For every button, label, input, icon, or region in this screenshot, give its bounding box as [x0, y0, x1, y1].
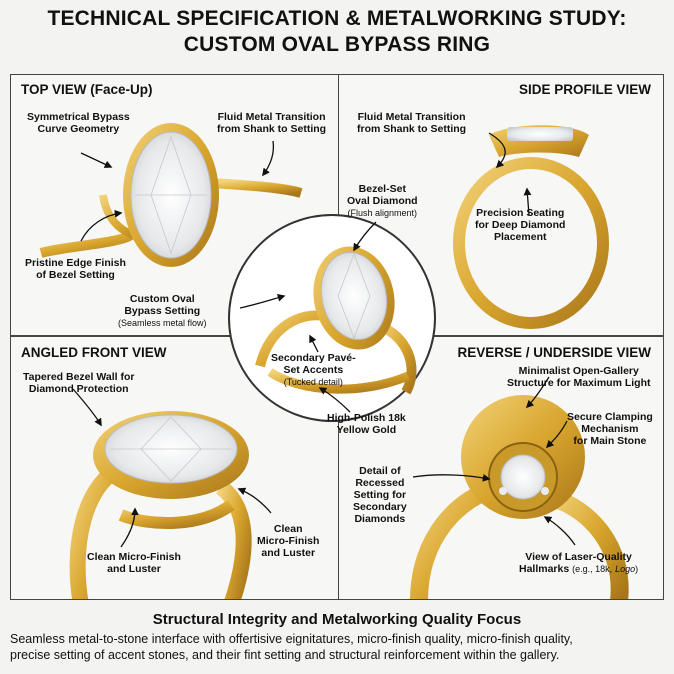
label-secondary-pave: Secondary Pavé- Set Accents (Tucked deta…	[271, 352, 356, 387]
label-precision-seating: Precision Seating for Deep Diamond Place…	[475, 207, 566, 243]
reverse-view-ring-illustration	[410, 376, 629, 599]
label-fluid-transition-side: Fluid Metal Transition from Shank to Set…	[357, 111, 467, 135]
panel-title-top-view: TOP VIEW (Face-Up)	[21, 82, 153, 97]
label-bezel-set-oval: Bezel-Set Oval Diamond (Flush alignment)	[347, 183, 418, 218]
center-ring-illustration	[255, 246, 417, 395]
center-ring-medallion	[228, 214, 436, 422]
side-view-ring-illustration	[453, 125, 609, 329]
label-pristine-edge: Pristine Edge Finish of Bezel Setting	[25, 257, 126, 281]
page-title: TECHNICAL SPECIFICATION & METALWORKING S…	[0, 6, 674, 58]
label-fluid-transition-top: Fluid Metal Transition from Shank to Set…	[217, 111, 327, 135]
label-minimalist-gallery: Minimalist Open-Gallery Structure for Ma…	[507, 365, 651, 389]
panel-title-side-view: SIDE PROFILE VIEW	[518, 82, 651, 97]
hallmark-logo: Logo	[615, 564, 636, 574]
label-custom-oval-bypass: Custom Oval Bypass Setting (Seamless met…	[118, 293, 207, 328]
label-symmetrical-bypass: Symmetrical Bypass Curve Geometry	[27, 111, 130, 135]
angled-view-ring-illustration	[69, 388, 272, 599]
label-clean-micro-finish-left: Clean Micro-Finish and Luster	[87, 551, 181, 575]
label-secure-clamping: Secure Clamping Mechanism for Main Stone	[567, 411, 653, 447]
top-view-ring-illustration	[39, 123, 303, 267]
panel-angled-view: ANGLED FRONT VIEW Tapered Bezel Wall for…	[10, 336, 340, 600]
title-line-1: TECHNICAL SPECIFICATION & METALWORKING S…	[47, 7, 627, 30]
footer-description: Seamless metal-to-stone interface with o…	[10, 632, 573, 662]
label-hallmarks: View of Laser-Quality Hallmarks (e.g., 1…	[519, 551, 639, 575]
label-tapered-bezel: Tapered Bezel Wall for Diamond Protectio…	[23, 371, 135, 395]
panel-title-angled-view: ANGLED FRONT VIEW	[21, 345, 167, 360]
label-clean-micro-finish-right: Clean Micro-Finish and Luster	[257, 523, 320, 559]
panel-title-reverse-view: REVERSE / UNDERSIDE VIEW	[457, 345, 651, 360]
label-recessed-setting: Detail of Recessed Setting for Secondary…	[353, 465, 407, 525]
label-high-polish-gold: High-Polish 18k Yellow Gold	[327, 412, 406, 436]
footer-heading: Structural Integrity and Metalworking Qu…	[152, 611, 522, 628]
title-line-2: CUSTOM OVAL BYPASS RING	[183, 33, 491, 56]
